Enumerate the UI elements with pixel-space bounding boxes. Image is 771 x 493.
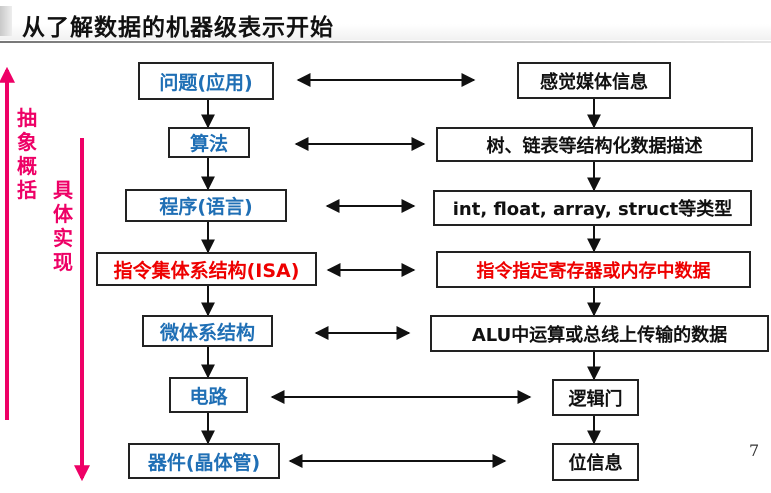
- level-box-circuit: 电路: [169, 377, 248, 413]
- level-box-microarchitecture: 微体系结构: [142, 315, 273, 347]
- level-box-device: 器件(晶体管): [128, 443, 280, 479]
- data-box-bit-info: 位信息: [552, 443, 639, 481]
- page-number: 7: [749, 441, 760, 460]
- data-box-logic-gate: 逻辑门: [552, 379, 639, 416]
- data-box-media-info: 感觉媒体信息: [517, 62, 671, 99]
- slide-title: 从了解数据的机器级表示开始: [22, 15, 334, 41]
- title-divider: [0, 41, 771, 43]
- level-box-isa: 指令集体系结构(ISA): [96, 252, 317, 286]
- title-band: [0, 0, 771, 40]
- level-box-program: 程序(语言): [125, 189, 287, 222]
- data-box-alu-bus: ALU中运算或总线上传输的数据: [430, 315, 769, 352]
- title-accent: [0, 6, 12, 36]
- data-box-structured-data: 树、链表等结构化数据描述: [436, 127, 753, 162]
- implementation-label: 具体实现: [53, 178, 73, 274]
- level-box-algorithm: 算法: [168, 127, 250, 158]
- data-box-register-memory: 指令指定寄存器或内存中数据: [436, 251, 751, 288]
- data-box-data-types: int, float, array, struct等类型: [433, 190, 752, 226]
- level-box-application: 问题(应用): [138, 62, 274, 100]
- abstraction-label: 抽象概括: [17, 106, 37, 202]
